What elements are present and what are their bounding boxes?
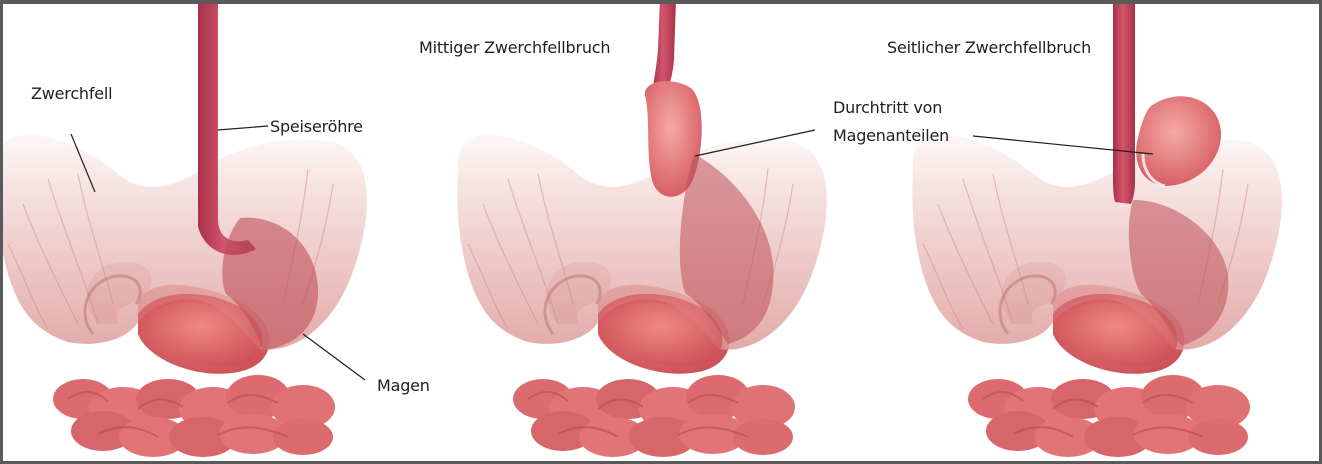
- label-durchtritt-line2: Magenanteilen: [833, 126, 949, 147]
- anatomy-illustration: [3, 4, 1319, 462]
- label-speiseroehre: Speiseröhre: [270, 117, 363, 138]
- label-zwerchfell: Zwerchfell: [31, 84, 112, 105]
- panel-seitlicher: [912, 4, 1282, 457]
- leader-magen: [303, 334, 365, 380]
- label-magen: Magen: [377, 376, 430, 397]
- label-mittiger-zwerchfellbruch: Mittiger Zwerchfellbruch: [419, 38, 610, 59]
- leader-speiseroehre: [218, 126, 268, 130]
- panel-normal: [3, 4, 367, 457]
- label-durchtritt-line1: Durchtritt von: [833, 98, 942, 119]
- label-seitlicher-zwerchfellbruch: Seitlicher Zwerchfellbruch: [887, 38, 1091, 59]
- panel-mittiger: [457, 4, 827, 457]
